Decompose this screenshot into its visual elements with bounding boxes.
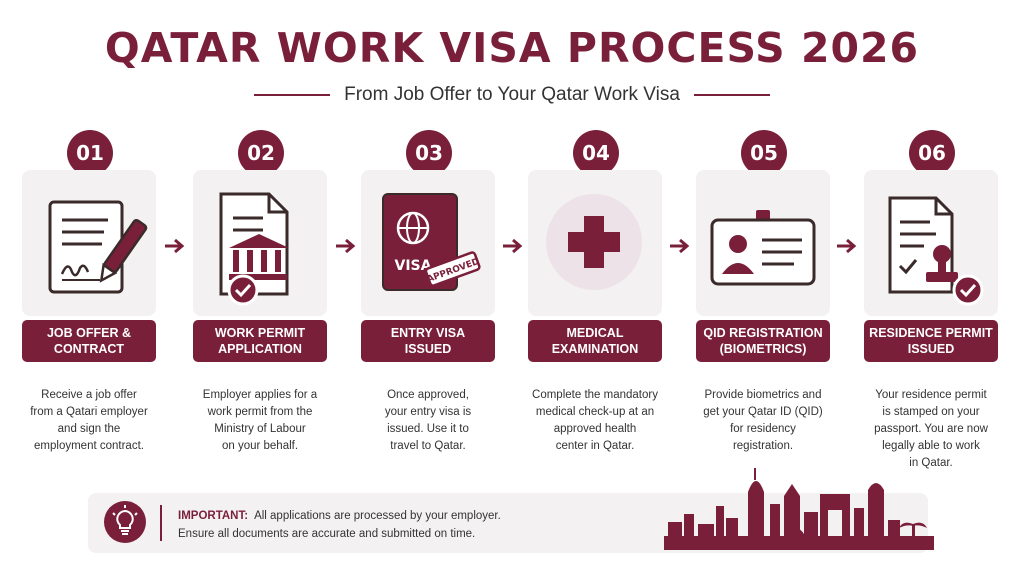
page-title: QATAR WORK VISA PROCESS 2026: [104, 24, 920, 72]
step-label: ENTRY VISA ISSUED: [361, 320, 495, 362]
contract-signing-icon: [48, 200, 148, 294]
notice-line-1: IMPORTANT: All applications are processed…: [178, 507, 501, 525]
notice-divider: [160, 505, 162, 541]
step-label: MEDICAL EXAMINATION: [528, 320, 662, 362]
step-card: [696, 170, 830, 316]
step-card: [864, 170, 998, 316]
step-number: 05: [741, 130, 787, 176]
medical-cross-icon: [546, 194, 642, 290]
notice-line-1-text: All applications are processed by your e…: [254, 510, 501, 522]
arrow-right-icon: [503, 238, 523, 254]
passport-visa-icon: VISA APPROVED: [382, 193, 481, 291]
step-description: Once approved, your entry visa is issued…: [384, 389, 472, 452]
step-label: QID REGISTRATION (BIOMETRICS): [696, 320, 830, 362]
step-number: 02: [238, 130, 284, 176]
step-description: Receive a job offer from a Qatari employ…: [30, 389, 148, 452]
subtitle-left-rule: [254, 94, 331, 96]
step-card: [193, 170, 327, 316]
step-description: Provide biometrics and get your Qatar ID…: [703, 389, 823, 452]
visa-text: VISA: [395, 258, 432, 274]
ministry-document-icon: [219, 192, 289, 306]
step-description: Your residence permit is stamped on your…: [874, 389, 988, 469]
notice-line-2: Ensure all documents are accurate and su…: [178, 528, 476, 540]
step-6: 06 RESIDENCE PERMIT ISSUED Your residenc…: [864, 130, 998, 470]
step-card: [528, 170, 662, 316]
step-number: 01: [67, 130, 113, 176]
step-5: 05 QID REGISTRATION (BIOMETRICS) Provide…: [696, 130, 830, 470]
step-description: Employer applies for a work permit from …: [202, 389, 318, 452]
important-label: IMPORTANT:: [178, 510, 249, 522]
doha-skyline-icon: [664, 468, 934, 550]
step-number: 03: [406, 130, 452, 176]
page-subtitle: From Job Offer to Your Qatar Work Visa: [344, 84, 680, 105]
subtitle-row: From Job Offer to Your Qatar Work Visa: [0, 82, 1024, 108]
step-label: RESIDENCE PERMIT ISSUED: [864, 320, 998, 362]
arrow-right-icon: [837, 238, 857, 254]
step-card: [22, 170, 156, 316]
subtitle-right-rule: [693, 94, 770, 96]
step-card: VISA APPROVED: [361, 170, 495, 316]
step-description: Complete the mandatory medical check-up …: [532, 389, 658, 452]
stamped-document-icon: [888, 196, 984, 306]
step-number: 06: [909, 130, 955, 176]
id-card-icon: [710, 210, 816, 286]
step-4: 04 MEDICAL EXAMINATION Complete the mand…: [528, 130, 662, 470]
step-3: 03 VISA APPROVED ENTRY VISA ISSUED Once …: [361, 130, 495, 470]
lightbulb-icon: [112, 505, 138, 535]
step-2: 02 WORK PERMIT APPLICATION Employer appl…: [193, 130, 327, 470]
step-number: 04: [573, 130, 619, 176]
notice-text: IMPORTANT: All applications are processed…: [178, 507, 501, 543]
arrow-right-icon: [165, 238, 185, 254]
arrow-right-icon: [336, 238, 356, 254]
step-label: WORK PERMIT APPLICATION: [193, 320, 327, 362]
step-1: 01 JOB OFFER & CONTRACT Receive a job of…: [22, 130, 156, 470]
lightbulb-badge: [104, 501, 146, 543]
step-label: JOB OFFER & CONTRACT: [22, 320, 156, 362]
arrow-right-icon: [670, 238, 690, 254]
